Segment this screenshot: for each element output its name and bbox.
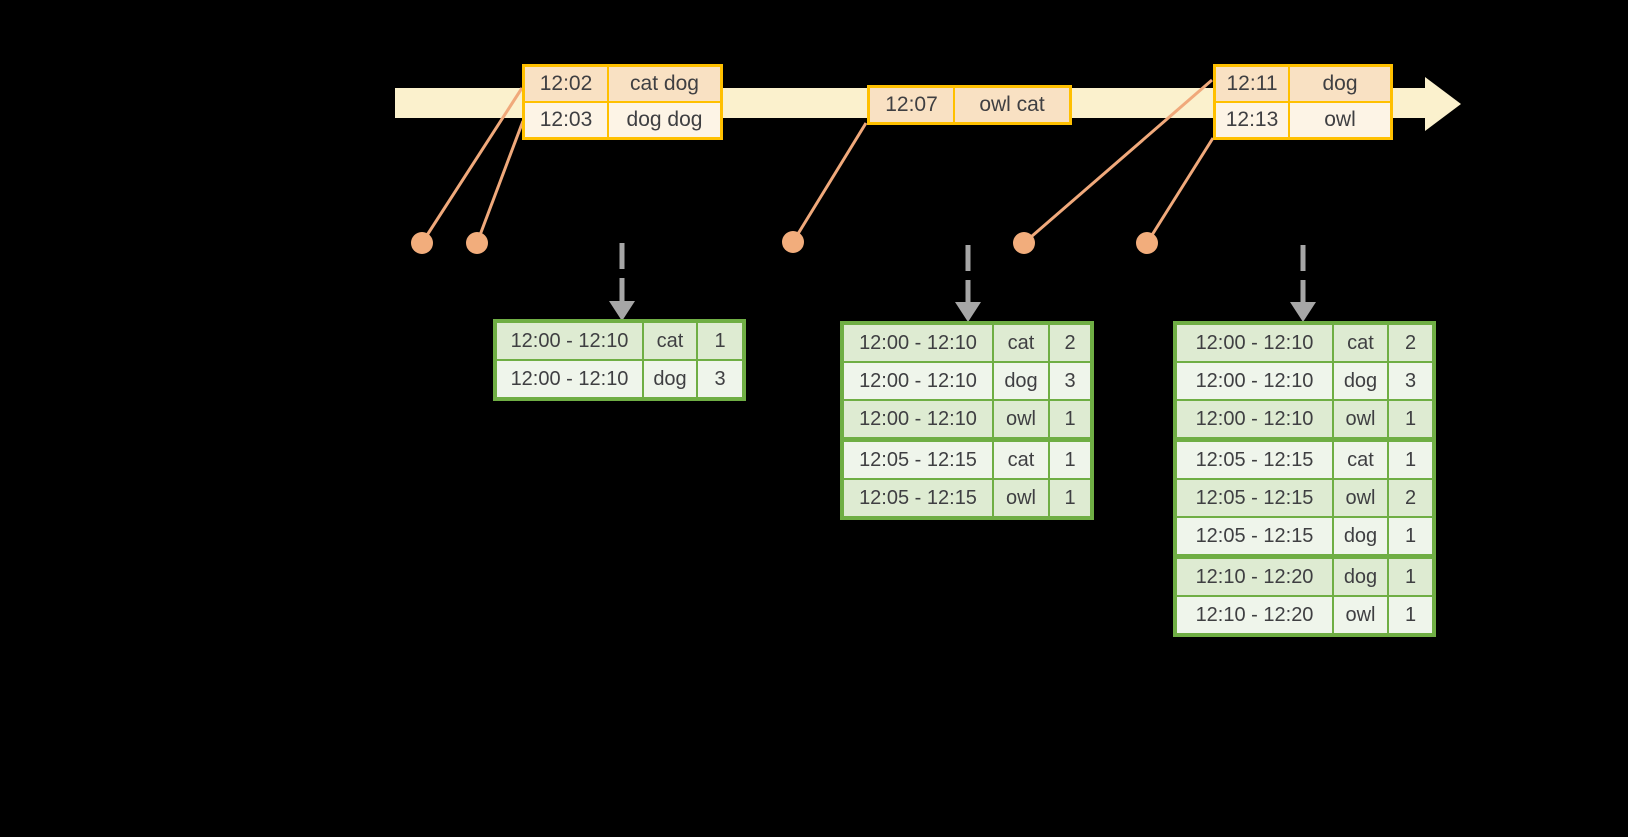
window-cell: 12:10 - 12:20 (1177, 559, 1332, 595)
word-cell: owl (994, 401, 1048, 437)
event-time: 12:13 (1216, 103, 1288, 137)
word-cell: dog (1334, 363, 1387, 399)
window-cell: 12:00 - 12:10 (844, 363, 992, 399)
event-row: 12:02 cat dog (525, 67, 720, 101)
count-cell: 3 (698, 361, 742, 397)
timeline-right-arrow-icon (1425, 77, 1461, 131)
event-dot-icon (1136, 232, 1158, 254)
result-row: 12:05 - 12:15 owl 1 (844, 480, 1090, 516)
window-cell: 12:05 - 12:15 (844, 442, 992, 478)
event-data: owl cat (955, 88, 1069, 122)
count-cell: 1 (1389, 518, 1432, 554)
event-row: 12:03 dog dog (525, 103, 720, 137)
dashed-down-arrow-icon (1290, 302, 1316, 322)
count-cell: 1 (1389, 559, 1432, 595)
event-dot-icon (782, 231, 804, 253)
result-row: 12:00 - 12:10 owl 1 (844, 401, 1090, 437)
trigger-arrows (619, 243, 1306, 304)
result-row: 12:10 - 12:20 dog 1 (1177, 559, 1432, 595)
event-time: 12:11 (1216, 67, 1288, 101)
word-cell: owl (1334, 480, 1387, 516)
window-cell: 12:05 - 12:15 (844, 480, 992, 516)
count-cell: 2 (1389, 325, 1432, 361)
count-cell: 3 (1389, 363, 1432, 399)
window-cell: 12:00 - 12:10 (1177, 363, 1332, 399)
word-cell: owl (1334, 401, 1387, 437)
word-cell: dog (994, 363, 1048, 399)
event-time: 12:03 (525, 103, 607, 137)
event-dot-icon (466, 232, 488, 254)
event-data: owl (1290, 103, 1390, 137)
count-cell: 1 (1389, 597, 1432, 633)
result-row: 12:00 - 12:10 dog 3 (844, 363, 1090, 399)
window-cell: 12:00 - 12:10 (497, 361, 642, 397)
dashed-down-arrow-icon (609, 301, 635, 321)
window-cell: 12:10 - 12:20 (1177, 597, 1332, 633)
event-table-2: 12:07 owl cat (867, 85, 1072, 125)
event-data: dog dog (609, 103, 720, 137)
event-data: dog (1290, 67, 1390, 101)
result-row: 12:00 - 12:10 dog 3 (497, 361, 742, 397)
result-row: 12:05 - 12:15 dog 1 (1177, 518, 1432, 554)
event-data: cat dog (609, 67, 720, 101)
event-time: 12:02 (525, 67, 607, 101)
result-row: 12:05 - 12:15 cat 1 (844, 442, 1090, 478)
result-row: 12:00 - 12:10 cat 2 (1177, 325, 1432, 361)
word-cell: dog (644, 361, 696, 397)
count-cell: 1 (698, 323, 742, 359)
result-table-2: 12:00 - 12:10 cat 2 12:00 - 12:10 dog 3 … (840, 321, 1094, 520)
event-table-3: 12:11 dog 12:13 owl (1213, 64, 1393, 140)
word-cell: dog (1334, 518, 1387, 554)
count-cell: 2 (1050, 325, 1090, 361)
count-cell: 3 (1050, 363, 1090, 399)
count-cell: 1 (1050, 401, 1090, 437)
word-cell: owl (1334, 597, 1387, 633)
result-row: 12:00 - 12:10 cat 1 (497, 323, 742, 359)
result-row: 12:00 - 12:10 dog 3 (1177, 363, 1432, 399)
word-cell: cat (1334, 325, 1387, 361)
result-table-3: 12:00 - 12:10 cat 2 12:00 - 12:10 dog 3 … (1173, 321, 1436, 637)
result-row: 12:05 - 12:15 cat 1 (1177, 442, 1432, 478)
window-cell: 12:05 - 12:15 (1177, 442, 1332, 478)
word-cell: owl (994, 480, 1048, 516)
word-cell: cat (1334, 442, 1387, 478)
count-cell: 1 (1050, 442, 1090, 478)
result-row: 12:05 - 12:15 owl 2 (1177, 480, 1432, 516)
word-cell: dog (1334, 559, 1387, 595)
event-dot-icon (411, 232, 433, 254)
event-table-1: 12:02 cat dog 12:03 dog dog (522, 64, 723, 140)
count-cell: 2 (1389, 480, 1432, 516)
word-cell: cat (644, 323, 696, 359)
window-cell: 12:00 - 12:10 (844, 401, 992, 437)
result-table-1: 12:00 - 12:10 cat 1 12:00 - 12:10 dog 3 (493, 319, 746, 401)
event-time: 12:07 (870, 88, 953, 122)
event-dot-icon (1013, 232, 1035, 254)
event-connector-line (475, 120, 525, 244)
result-row: 12:10 - 12:20 owl 1 (1177, 597, 1432, 633)
word-cell: cat (994, 442, 1048, 478)
count-cell: 1 (1389, 442, 1432, 478)
window-cell: 12:00 - 12:10 (497, 323, 642, 359)
count-cell: 1 (1389, 401, 1432, 437)
result-row: 12:00 - 12:10 owl 1 (1177, 401, 1432, 437)
window-cell: 12:00 - 12:10 (1177, 401, 1332, 437)
event-dots (411, 231, 1158, 254)
window-cell: 12:05 - 12:15 (1177, 518, 1332, 554)
event-connector-line (791, 122, 868, 243)
event-connector-line (1145, 137, 1215, 244)
event-row: 12:13 owl (1216, 103, 1390, 137)
window-cell: 12:05 - 12:15 (1177, 480, 1332, 516)
dashed-down-arrow-icon (955, 302, 981, 322)
word-cell: cat (994, 325, 1048, 361)
event-row: 12:07 owl cat (870, 88, 1069, 122)
count-cell: 1 (1050, 480, 1090, 516)
window-cell: 12:00 - 12:10 (844, 325, 992, 361)
window-cell: 12:00 - 12:10 (1177, 325, 1332, 361)
result-row: 12:00 - 12:10 cat 2 (844, 325, 1090, 361)
event-row: 12:11 dog (1216, 67, 1390, 101)
